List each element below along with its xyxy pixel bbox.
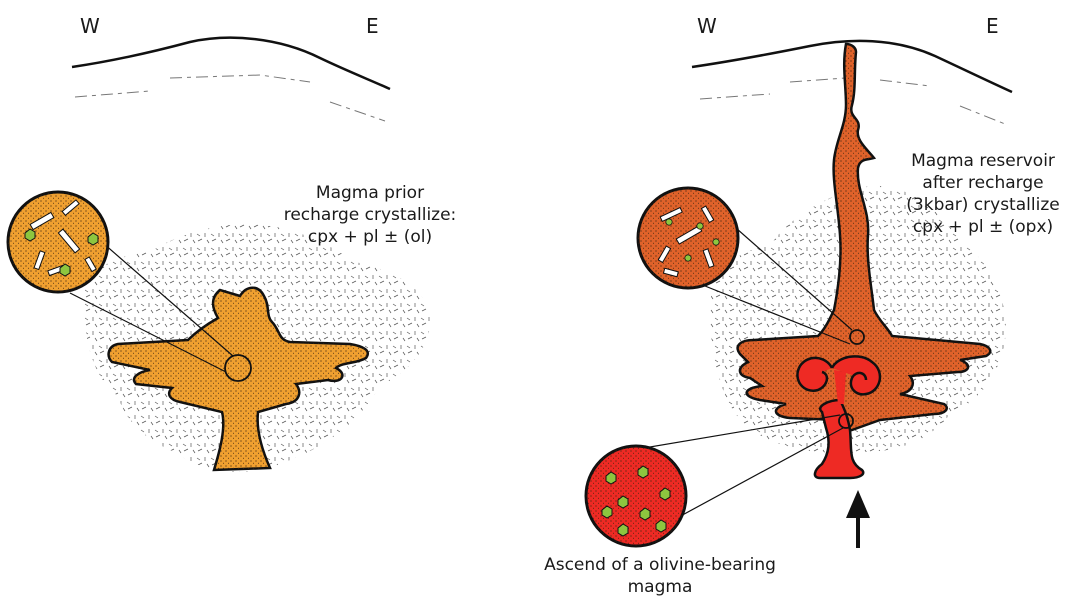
right-lower-crystal-zoom	[586, 446, 686, 546]
olivine-crystal	[697, 223, 703, 229]
left-surface-line	[72, 38, 390, 89]
right-upper-crystal-zoom	[638, 188, 738, 288]
left-crystal-zoom	[8, 192, 108, 292]
left-annotation-line: cpx + pl ± (ol)	[280, 226, 460, 248]
right-annotation-line: (3kbar) crystallize	[898, 194, 1068, 216]
olivine-crystal	[685, 255, 691, 261]
right-panel: W E	[586, 14, 1012, 548]
bottom-caption-line: Ascend of a olivine-bearing	[540, 554, 780, 576]
right-annotation: Magma reservoir after recharge (3kbar) c…	[898, 150, 1068, 238]
right-annotation-line: cpx + pl ± (opx)	[898, 216, 1068, 238]
left-east-label: E	[366, 14, 379, 38]
olivine-crystal	[666, 219, 672, 225]
left-annotation-line: Magma prior	[280, 182, 460, 204]
ascent-arrow	[846, 490, 870, 548]
left-subsurface-dashes	[75, 75, 385, 121]
bottom-caption-line: magma	[540, 576, 780, 598]
left-annotation-line: recharge crystallize:	[280, 204, 460, 226]
bottom-caption: Ascend of a olivine-bearing magma	[540, 554, 780, 598]
right-east-label: E	[986, 14, 999, 38]
right-annotation-line: Magma reservoir	[898, 150, 1068, 172]
left-annotation: Magma prior recharge crystallize: cpx + …	[280, 182, 460, 248]
right-west-label: W	[697, 14, 717, 38]
left-west-label: W	[80, 14, 100, 38]
right-annotation-line: after recharge	[898, 172, 1068, 194]
olivine-crystal	[713, 239, 719, 245]
